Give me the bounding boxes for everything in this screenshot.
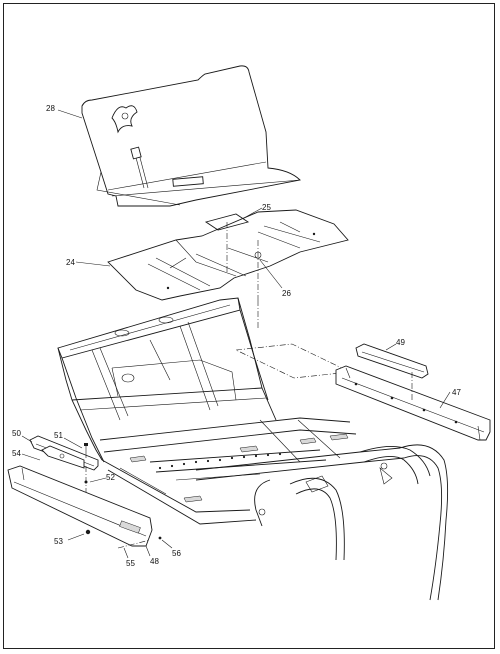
part-48-rocker-panel — [7, 465, 153, 547]
part-53-screw — [85, 529, 91, 535]
callout-54: 54 — [12, 449, 21, 458]
callout-50: 50 — [12, 429, 21, 438]
diagram-frame — [3, 3, 495, 649]
callout-55: 55 — [126, 559, 135, 568]
callout-49: 49 — [396, 338, 405, 347]
part-51-bolt — [84, 443, 88, 458]
leader-lines — [21, 109, 451, 559]
part-54-plate — [41, 445, 85, 469]
part-24-floor-plate — [107, 209, 349, 301]
part-56-fastener — [158, 536, 162, 540]
callout-28: 28 — [46, 104, 55, 113]
callout-51: 51 — [54, 431, 63, 440]
callout-47: 47 — [452, 388, 461, 397]
callout-56: 56 — [172, 549, 181, 558]
callout-24: 24 — [66, 258, 75, 267]
callout-25: 25 — [262, 203, 271, 212]
callout-48: 48 — [150, 557, 159, 566]
callout-53: 53 — [54, 537, 63, 546]
callout-52: 52 — [106, 473, 115, 482]
frame-assembly — [57, 297, 449, 601]
part-55-line — [117, 539, 151, 549]
callout-26: 26 — [282, 289, 291, 298]
part-47-side-rail — [335, 365, 491, 441]
part-28-panel — [81, 65, 301, 207]
part-49-bracket — [355, 343, 429, 379]
